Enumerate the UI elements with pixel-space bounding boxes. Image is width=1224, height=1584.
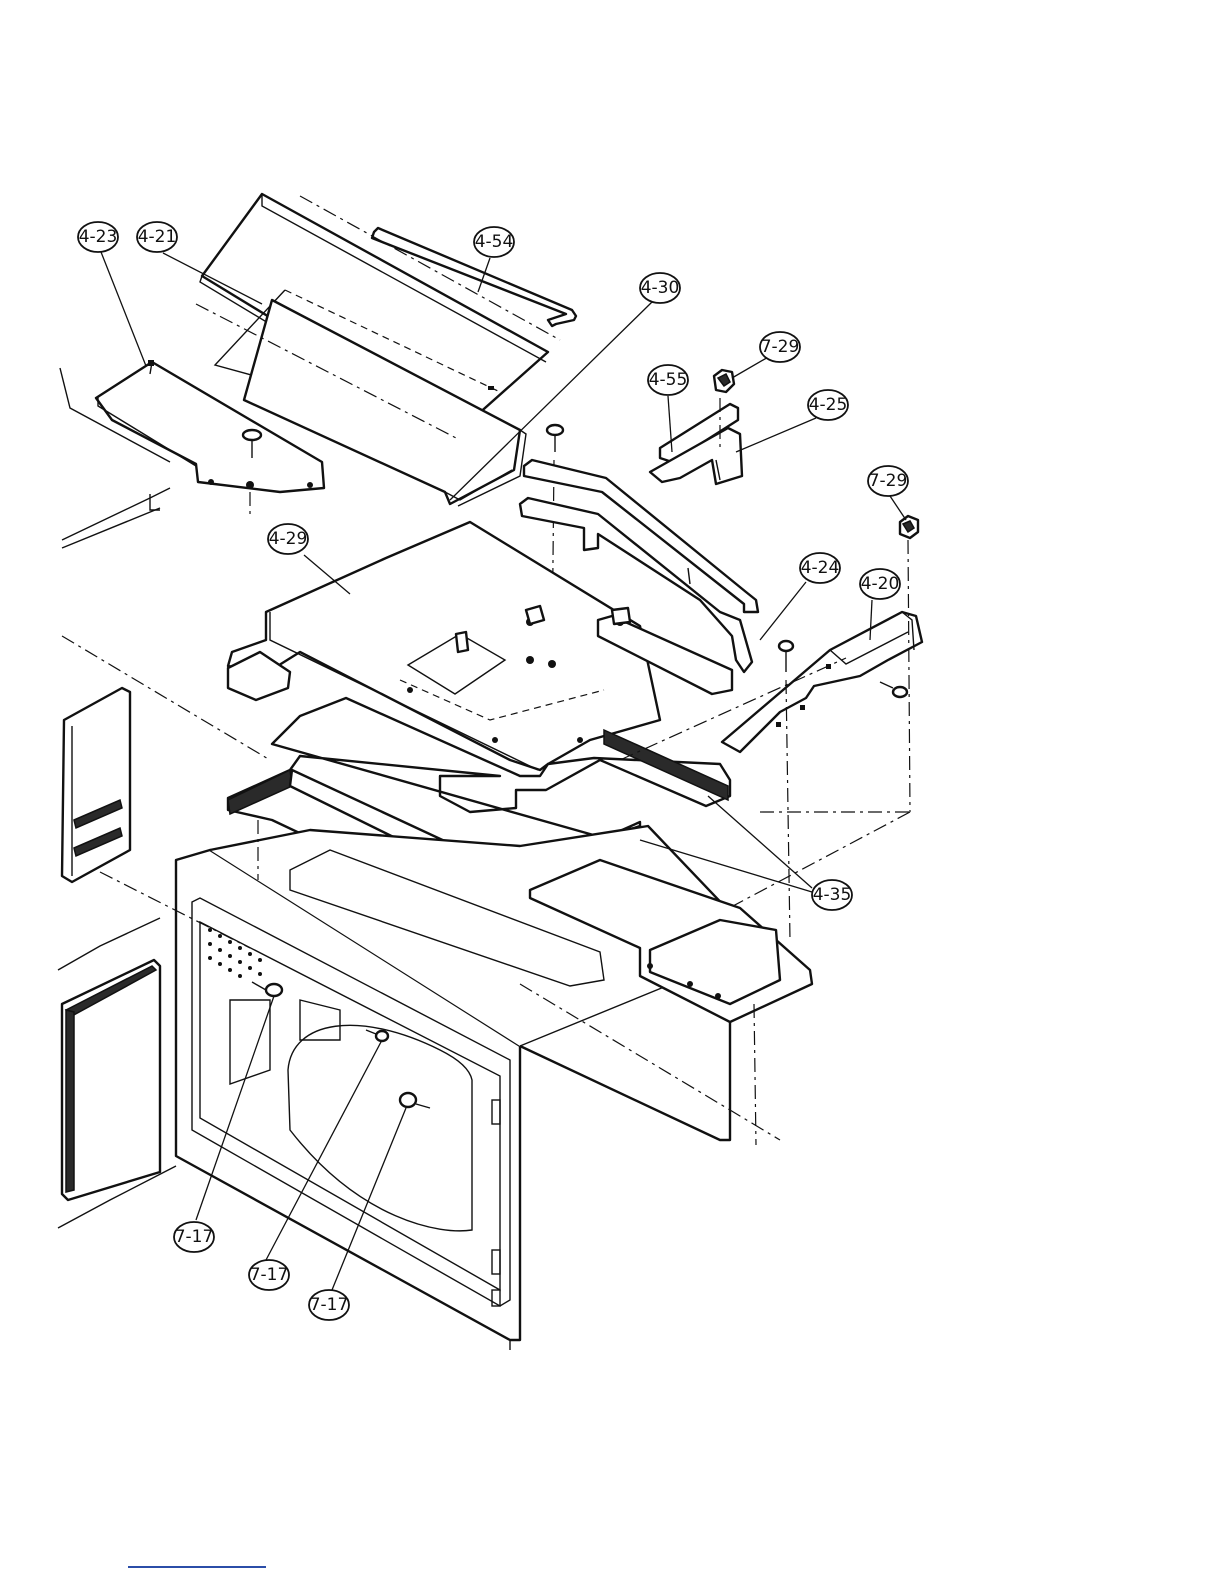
channel-4-55 (650, 398, 742, 484)
callout-label: 4-24 (801, 558, 840, 578)
door-panel-left (62, 960, 160, 1200)
callout-4-23: 4-23 (78, 222, 118, 252)
callout-4-21: 4-21 (137, 222, 177, 252)
side-bracket-left (62, 688, 130, 882)
callout-7-29-right: 7-29 (868, 466, 908, 496)
callout-4-55: 4-55 (648, 365, 688, 395)
callout-4-30: 4-30 (640, 273, 680, 303)
callout-label: 4-29 (269, 529, 308, 549)
callout-label: 4-35 (813, 885, 852, 905)
callout-label: 4-55 (649, 370, 688, 390)
callout-label: 7-17 (310, 1295, 349, 1315)
callout-label: 7-29 (761, 337, 800, 357)
callout-label: 7-17 (175, 1227, 214, 1247)
callout-4-29: 4-29 (268, 524, 308, 554)
callout-label: 4-25 (809, 395, 848, 415)
callout-label: 7-29 (869, 471, 908, 491)
callout-label: 4-23 (79, 227, 118, 247)
callout-7-17-left: 7-17 (174, 1222, 214, 1252)
callout-7-17-right: 7-17 (309, 1290, 349, 1320)
callout-7-17-middle: 7-17 (249, 1260, 289, 1290)
nut-icon (714, 370, 734, 392)
callout-label: 7-17 (250, 1265, 289, 1285)
callout-4-25: 4-25 (808, 390, 848, 420)
callout-label: 4-20 (861, 574, 900, 594)
callout-label: 4-21 (138, 227, 177, 247)
footer-rule (128, 1566, 266, 1568)
callout-4-35: 4-35 (812, 880, 852, 910)
callout-4-54: 4-54 (474, 227, 514, 257)
callout-label: 4-30 (641, 278, 680, 298)
callout-4-20: 4-20 (860, 569, 900, 599)
bracket-4-20 (722, 612, 922, 752)
door-edge-line (58, 918, 160, 970)
callout-4-24: 4-24 (800, 553, 840, 583)
callout-label: 4-54 (475, 232, 514, 252)
callout-7-29-top: 7-29 (760, 332, 800, 362)
